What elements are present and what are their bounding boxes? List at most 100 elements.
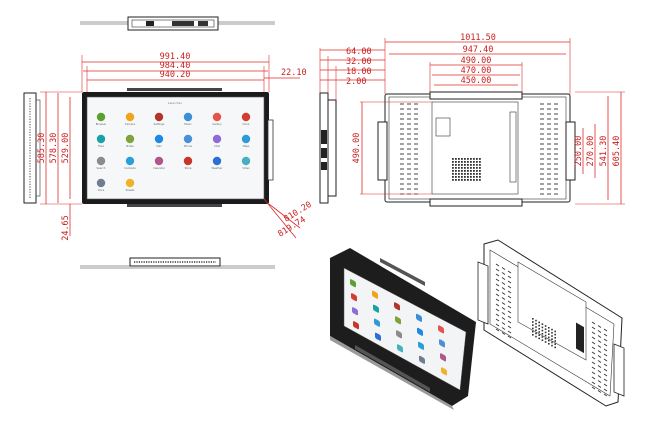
app-label: Maps [243,144,250,148]
vent-hole [455,161,457,163]
vent-hole [461,170,463,172]
isometric-app-icon [416,313,422,322]
vent-hole [479,167,481,169]
back-width-4: 470.00 [461,66,492,76]
vent-hole [473,164,475,166]
vent-hole [470,176,472,178]
right-vent-slots [540,103,558,195]
isometric-vent-hole [541,323,544,325]
isometric-app-icon [350,279,356,288]
app-label: Browser [96,122,107,126]
vent-hole [458,170,460,172]
vent-hole [464,176,466,178]
vent-hole [461,158,463,160]
isometric-vent-hole [544,325,547,327]
isometric-vent-slot [495,298,500,302]
vent-hole [476,179,478,181]
app-icon [96,112,106,122]
isometric-vent-hole [535,335,537,338]
isometric-vent-slot [501,292,506,295]
isometric-vent-slot [501,302,506,305]
vent-hole [458,164,460,166]
app-label: Weather [212,166,224,170]
isometric-vent-hole [535,323,537,325]
vent-hole [458,161,460,163]
isometric-vent-hole [554,343,556,345]
isometric-vent-hole [532,324,534,326]
isometric-vent-slot [501,267,506,270]
app-icon [212,112,222,122]
app-label: Notes [126,144,134,148]
isometric-vent-slot [495,323,500,327]
app-icon [241,134,251,144]
isometric-vent-slot [597,375,602,378]
isometric-vent-hole [535,319,537,322]
isometric-vent-slot [591,386,596,390]
isometric-app-icon [417,327,423,336]
isometric-back-view [477,239,625,407]
back-width-1: 1011.50 [460,33,496,43]
back-height-left: 490.00 [352,133,362,164]
isometric-vent-slot [591,346,596,350]
vent-hole [452,176,454,178]
vent-hole [479,173,481,175]
app-icon [96,178,106,188]
vent-hole [464,173,466,175]
vent-hole [479,158,481,160]
isometric-vent-slot [507,315,512,319]
left-vent-slots [400,103,418,195]
app-label: Files [98,144,104,148]
vent-hole [464,164,466,166]
vent-hole [458,173,460,175]
vent-hole [452,158,454,160]
center-vent-grid [452,158,481,181]
isometric-vent-hole [541,333,544,335]
vent-hole [479,176,481,178]
isometric-vent-slot [507,270,512,274]
vent-hole [455,167,457,169]
isometric-vent-slot [597,390,602,393]
isometric-vent-slot [597,370,602,373]
app-label: Gallery [212,122,222,126]
vent-hole [470,158,472,160]
top-view-left [80,16,275,31]
isometric-vent-hole [548,339,550,342]
vent-hole [467,176,469,178]
isometric-vent-slot [591,366,596,370]
isometric-vent-hole [544,334,547,337]
vent-hole [470,170,472,172]
vent-hole [455,158,457,160]
app-label: Store [185,166,192,170]
isometric-vent-slot [591,376,596,380]
isometric-app-icon [351,293,357,302]
depth-label-1: 64.00 [346,47,372,57]
isometric-vent-hole [554,333,556,336]
isometric-vent-slot [603,368,608,372]
app-icon [125,178,135,188]
side-offset-label: 22.10 [281,68,307,78]
isometric-vent-slot [495,293,500,297]
app-icon [154,134,164,144]
front-height-1: 585.30 [37,133,47,164]
isometric-vent-slot [591,361,596,365]
app-icon [125,112,135,122]
isometric-vent-slot [603,388,608,392]
front-height-3: 529.00 [61,133,71,164]
vent-hole [476,176,478,178]
vent-hole [479,179,481,181]
vent-hole [452,167,454,169]
vent-hole [479,170,481,172]
app-label: Mail [156,144,162,148]
isometric-vent-slot [603,343,608,347]
isometric-front-view [330,248,476,410]
vent-hole [455,170,457,172]
isometric-vent-slot [597,350,602,353]
isometric-vent-slot [591,371,596,375]
vent-hole [473,179,475,181]
isometric-vent-slot [603,338,608,342]
isometric-vent-hole [541,329,544,332]
vent-hole [452,179,454,181]
vent-hole [467,161,469,163]
vent-hole [464,167,466,169]
